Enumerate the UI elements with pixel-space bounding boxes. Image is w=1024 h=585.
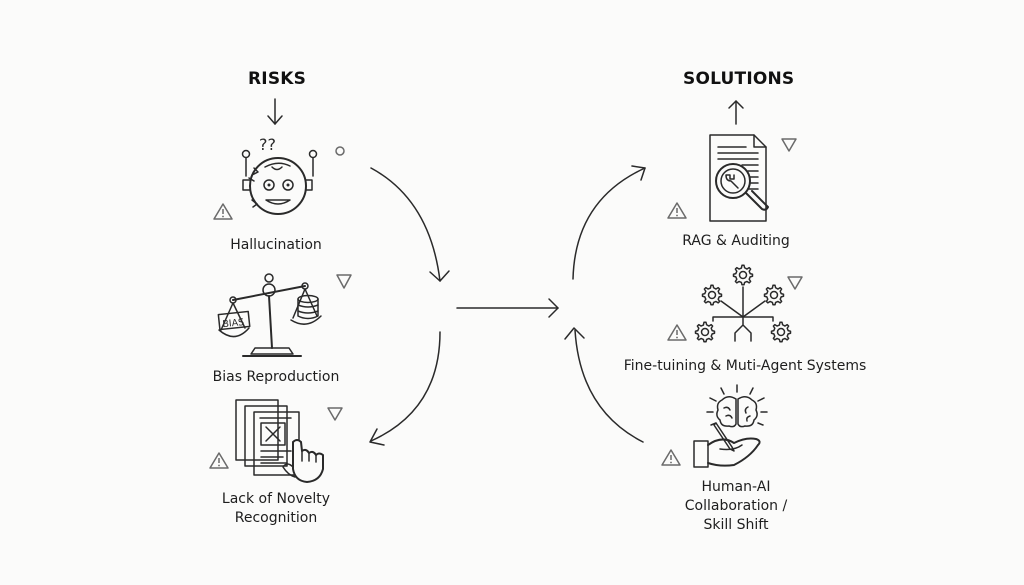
label-line: Skill Shift	[703, 517, 769, 533]
bias-scale-icon: BIAS	[217, 273, 322, 357]
label-fine-tuning: Fine-tuining & Muti-Agent Systems	[623, 358, 867, 374]
confused-robot-icon: ??	[241, 135, 318, 215]
hand-brain-icon	[693, 384, 768, 468]
label-rag-auditing: RAG & Auditing	[682, 233, 790, 249]
warning-triangle-icon	[667, 202, 687, 219]
down-triangle-icon	[327, 407, 343, 421]
curve-arrow-risks-bottom	[369, 331, 441, 446]
warning-triangle-icon	[213, 203, 233, 220]
label-line: Recognition	[234, 510, 318, 526]
bias-tag-text: BIAS	[222, 317, 245, 330]
risks-down-arrow	[267, 98, 283, 125]
solutions-heading: SOLUTIONS	[683, 69, 795, 89]
label-lack-of-novelty: Lack of Novelty Recognition	[196, 490, 356, 528]
label-line: Collaboration /	[684, 498, 788, 514]
warning-triangle-icon	[209, 452, 229, 469]
label-human-ai: Human-AI Collaboration / Skill Shift	[656, 478, 816, 535]
gear-network-icon	[694, 264, 792, 343]
question-marks: ??	[259, 135, 276, 154]
label-line: Lack of Novelty	[221, 491, 331, 507]
curve-arrow-solutions-bottom	[564, 327, 644, 443]
down-triangle-icon	[787, 276, 803, 290]
document-magnifier-icon	[709, 134, 769, 222]
curve-arrow-solutions-top	[572, 165, 646, 280]
label-bias-reproduction: Bias Reproduction	[212, 369, 340, 385]
center-arrow	[456, 298, 559, 318]
solutions-up-arrow	[728, 100, 744, 125]
curve-arrow-risks-top	[370, 167, 450, 282]
warning-triangle-icon	[667, 324, 687, 341]
label-line: Human-AI	[701, 479, 771, 495]
down-triangle-icon	[781, 138, 797, 152]
rejected-documents-icon	[235, 399, 324, 483]
risks-heading: RISKS	[248, 69, 307, 89]
down-triangle-icon	[336, 274, 352, 289]
small-circle-icon	[335, 146, 345, 156]
label-hallucination: Hallucination	[230, 237, 322, 253]
warning-triangle-icon	[661, 449, 681, 466]
